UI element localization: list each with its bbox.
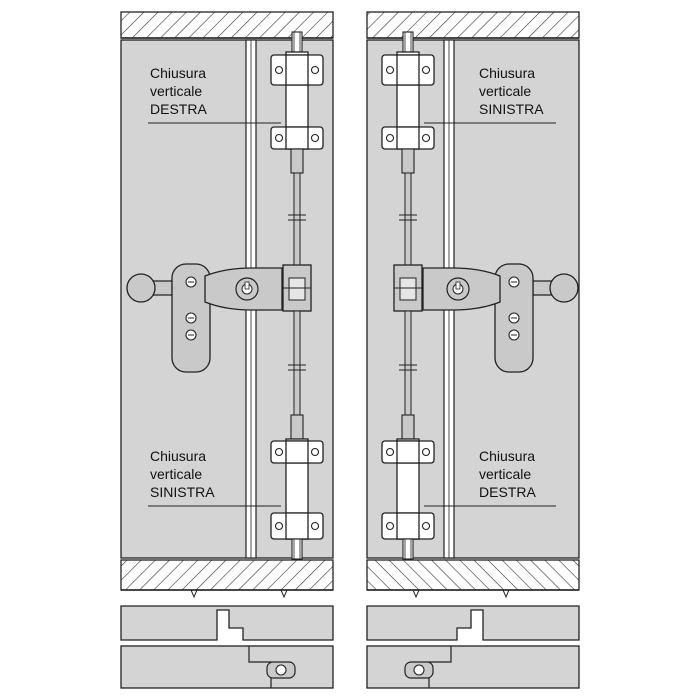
right-floor-section bbox=[366, 559, 580, 689]
left-top-label: Chiusura verticale DESTRA bbox=[150, 65, 210, 117]
left-bottom-label-line2: verticale bbox=[150, 466, 202, 482]
left-top-label-line1: Chiusura bbox=[150, 65, 206, 81]
left-top-label-line3: DESTRA bbox=[150, 101, 207, 117]
right-bottom-label-line1: Chiusura bbox=[479, 448, 535, 464]
right-header-hatch bbox=[366, 11, 580, 39]
right-top-label: Chiusura verticale SINISTRA bbox=[479, 65, 544, 117]
right-bottom-label: Chiusura verticale DESTRA bbox=[479, 448, 539, 500]
left-floor-section bbox=[120, 559, 334, 689]
right-top-label-line2: verticale bbox=[479, 83, 531, 99]
left-bottom-label-line3: SINISTRA bbox=[150, 484, 215, 500]
left-header-hatch bbox=[120, 11, 334, 39]
left-top-label-line2: verticale bbox=[150, 83, 202, 99]
right-bottom-label-line2: verticale bbox=[479, 466, 531, 482]
left-bottom-label-line1: Chiusura bbox=[150, 448, 206, 464]
left-bottom-label: Chiusura verticale SINISTRA bbox=[150, 448, 215, 500]
right-top-label-line1: Chiusura bbox=[479, 65, 535, 81]
right-top-label-line3: SINISTRA bbox=[479, 101, 544, 117]
right-bottom-label-line3: DESTRA bbox=[479, 484, 536, 500]
right-panel: Chiusura verticale SINISTRA Chiusura ver… bbox=[366, 11, 580, 689]
left-panel: Chiusura verticale DESTRA Chiusura verti… bbox=[120, 11, 334, 689]
